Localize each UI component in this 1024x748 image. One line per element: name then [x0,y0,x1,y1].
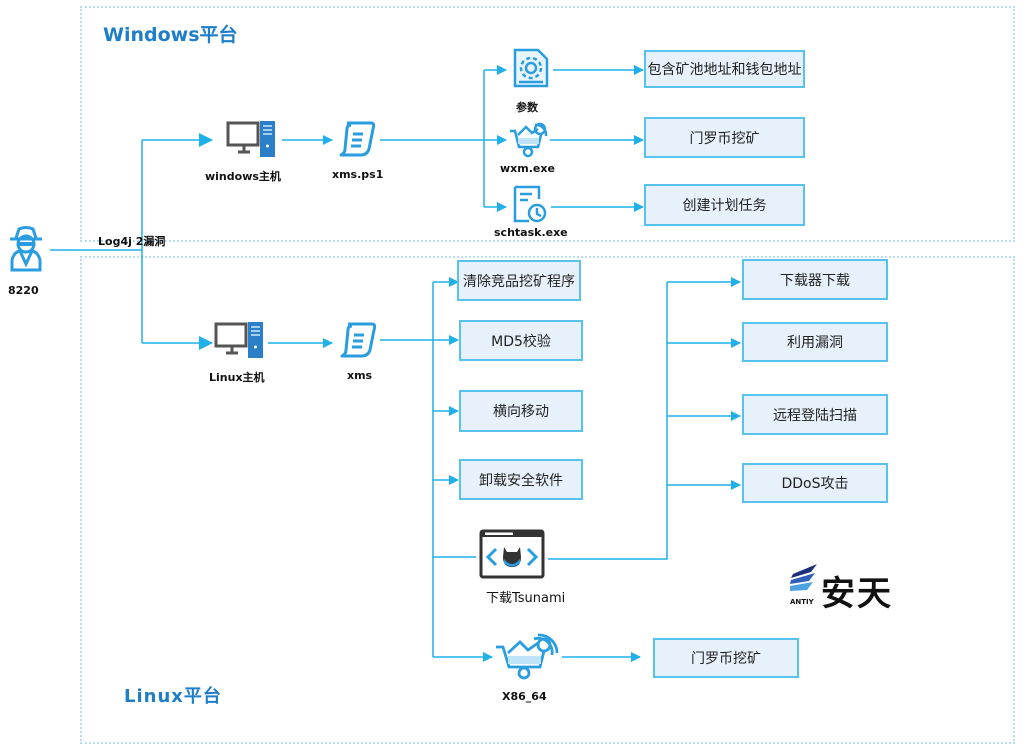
attacker-label: 8220 [8,284,39,297]
config-file-icon[interactable] [512,48,550,96]
windows-host-label: windows主机 [205,170,281,183]
mining-cart-icon[interactable] [508,121,550,163]
linux-script-icon[interactable] [338,320,378,364]
tsunami-label: 下载Tsunami [486,591,566,606]
action-box-pool-wallet[interactable]: 包含矿池地址和钱包地址 [644,50,805,88]
linux-host-computer-icon[interactable] [214,321,266,365]
exploit-label: Log4j 2漏洞 [98,235,166,248]
mining-cart-icon-linux[interactable] [494,633,560,685]
windows-script-icon[interactable] [337,119,377,163]
action-box-downloader[interactable]: 下载器下载 [742,259,888,300]
schtask-label: schtask.exe [494,226,568,239]
params-label: 参数 [516,101,538,114]
linux-script-label: xms [347,369,373,382]
linux-host-label: Linux主机 [209,371,265,384]
scheduled-task-icon[interactable] [512,185,548,229]
x86-64-label: X86_64 [502,690,547,703]
linux-platform-region [80,256,1015,744]
wxm-label: wxm.exe [500,162,555,175]
antiy-logo-sub: ANTIY [790,598,814,606]
action-box-clean-competitors[interactable]: 清除竞品挖矿程序 [457,260,581,301]
malware-window-icon[interactable] [479,529,545,583]
linux-platform-title: Linux平台 [124,686,222,707]
action-box-monero-mining-win[interactable]: 门罗币挖矿 [644,117,805,158]
antiy-logo: ANTIY 安天 [789,564,899,614]
action-box-remote-login-scan[interactable]: 远程登陆扫描 [742,394,888,435]
spy-icon [6,224,46,278]
antiy-logo-text: 安天 [821,574,893,614]
action-box-lateral-movement[interactable]: 横向移动 [459,390,583,432]
action-box-ddos[interactable]: DDoS攻击 [742,463,888,503]
windows-host-computer-icon[interactable] [226,120,278,164]
action-box-exploit-vuln[interactable]: 利用漏洞 [742,322,888,362]
action-box-md5-check[interactable]: MD5校验 [459,320,583,361]
wire-tsunami-out [548,282,668,560]
antiy-logo-mark-icon [790,564,817,591]
action-box-monero-mining-linux[interactable]: 门罗币挖矿 [653,638,799,678]
windows-platform-region [80,6,1015,242]
windows-platform-title: Windows平台 [103,24,238,46]
action-box-uninstall-security[interactable]: 卸载安全软件 [459,459,583,500]
action-box-scheduled-task[interactable]: 创建计划任务 [644,184,805,226]
windows-script-label: xms.ps1 [332,168,384,181]
